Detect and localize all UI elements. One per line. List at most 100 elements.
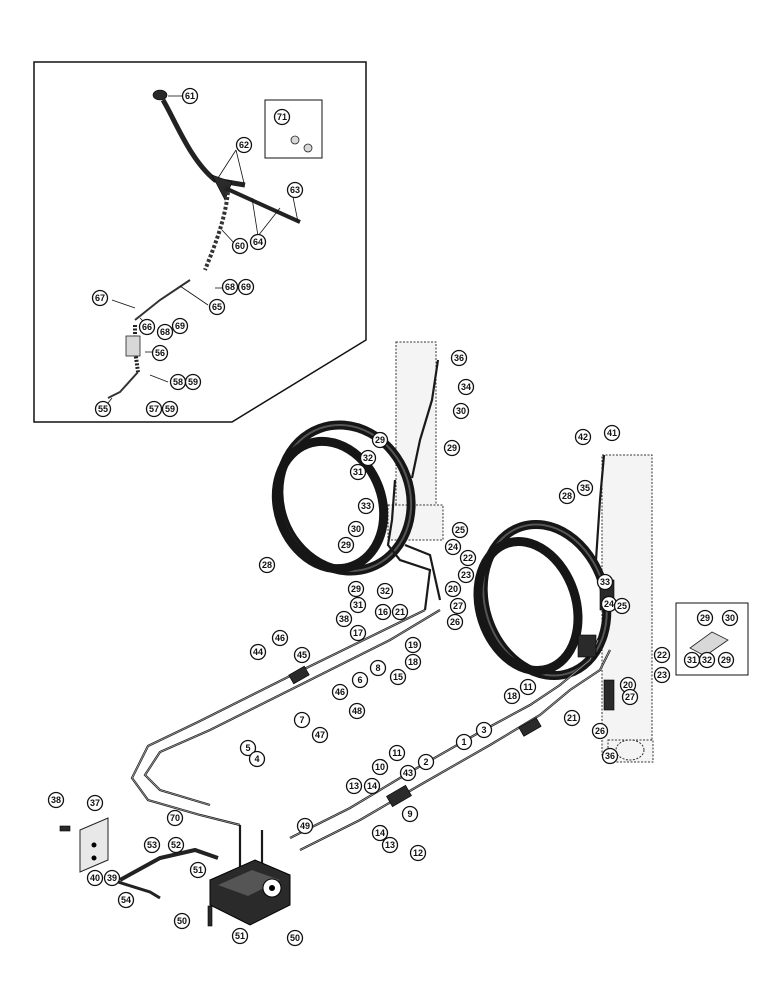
callout-number: 70: [170, 813, 180, 823]
callout-14: 14: [371, 824, 389, 842]
callout-36: 36: [450, 349, 468, 367]
callout-41: 41: [603, 424, 621, 442]
callout-number: 67: [95, 293, 105, 303]
callout-number: 29: [447, 443, 457, 453]
callout-number: 40: [90, 873, 100, 883]
callout-46: 46: [271, 629, 289, 647]
callout-number: 29: [351, 584, 361, 594]
control-valve: [59, 817, 291, 927]
callout-number: 69: [241, 282, 251, 292]
callout-44: 44: [249, 643, 267, 661]
callout-number: 38: [51, 795, 61, 805]
callout-number: 32: [702, 655, 712, 665]
callout-65: 65: [208, 298, 226, 316]
callout-number: 38: [339, 614, 349, 624]
callout-29: 29: [347, 580, 365, 598]
callout-number: 37: [90, 798, 100, 808]
callout-32: 32: [698, 651, 716, 669]
callout-2: 2: [417, 753, 435, 771]
callout-number: 39: [107, 873, 117, 883]
callout-68: 68: [221, 278, 239, 296]
callout-number: 24: [604, 599, 614, 609]
callout-number: 44: [253, 647, 263, 657]
callout-number: 13: [349, 781, 359, 791]
callout-27: 27: [621, 688, 639, 706]
callout-number: 48: [352, 706, 362, 716]
callout-18: 18: [503, 687, 521, 705]
callout-21: 21: [563, 709, 581, 727]
callout-27: 27: [449, 597, 467, 615]
detail-box: [675, 602, 749, 676]
callout-number: 30: [456, 406, 466, 416]
callout-71: 71: [273, 108, 291, 126]
callout-37: 37: [86, 794, 104, 812]
callout-43: 43: [399, 764, 417, 782]
callout-number: 14: [375, 828, 385, 838]
callout-number: 61: [185, 91, 195, 101]
callout-number: 21: [395, 607, 405, 617]
callout-46: 46: [331, 683, 349, 701]
callout-7: 7: [293, 711, 311, 729]
callout-3: 3: [475, 721, 493, 739]
callout-24: 24: [444, 538, 462, 556]
callout-47: 47: [311, 726, 329, 744]
callout-number: 35: [580, 483, 590, 493]
callout-number: 22: [463, 553, 473, 563]
callout-62: 62: [235, 136, 253, 154]
callout-number: 55: [98, 404, 108, 414]
callout-21: 21: [391, 603, 409, 621]
callout-number: 33: [361, 501, 371, 511]
callout-50: 50: [173, 912, 191, 930]
callout-number: 13: [385, 840, 395, 850]
callout-number: 7: [299, 715, 304, 725]
callout-38: 38: [47, 791, 65, 809]
callout-number: 29: [375, 435, 385, 445]
callout-29: 29: [443, 439, 461, 457]
callout-48: 48: [348, 702, 366, 720]
callout-number: 51: [235, 931, 245, 941]
callout-number: 71: [277, 112, 287, 122]
callout-number: 31: [687, 655, 697, 665]
callout-25: 25: [451, 521, 469, 539]
callout-number: 2: [423, 757, 428, 767]
callout-number: 9: [407, 809, 412, 819]
callout-31: 31: [349, 463, 367, 481]
callout-number: 66: [142, 322, 152, 332]
callout-number: 53: [147, 840, 157, 850]
callout-number: 27: [625, 692, 635, 702]
callout-number: 31: [353, 600, 363, 610]
callout-11: 11: [519, 678, 537, 696]
callout-number: 47: [315, 730, 325, 740]
callout-50: 50: [286, 929, 304, 947]
callout-number: 23: [657, 670, 667, 680]
callout-49: 49: [296, 817, 314, 835]
callout-number: 34: [461, 382, 471, 392]
callout-19: 19: [404, 636, 422, 654]
callout-number: 65: [212, 302, 222, 312]
callout-63: 63: [286, 181, 304, 199]
callout-51: 51: [189, 861, 207, 879]
callout-number: 29: [700, 613, 710, 623]
callout-31: 31: [349, 596, 367, 614]
callout-23: 23: [457, 566, 475, 584]
callout-6: 6: [351, 671, 369, 689]
callout-number: 43: [403, 768, 413, 778]
callout-12: 12: [409, 844, 427, 862]
callout-18: 18: [404, 653, 422, 671]
callout-number: 59: [188, 377, 198, 387]
callout-59: 59: [161, 400, 179, 418]
callout-number: 63: [290, 185, 300, 195]
callout-number: 4: [254, 754, 259, 764]
callout-number: 42: [578, 432, 588, 442]
callout-number: 36: [454, 353, 464, 363]
callout-9: 9: [401, 805, 419, 823]
callout-number: 68: [160, 327, 170, 337]
callout-number: 28: [262, 560, 272, 570]
callout-number: 45: [297, 650, 307, 660]
callout-14: 14: [363, 777, 381, 795]
callout-8: 8: [369, 659, 387, 677]
callout-53: 53: [143, 836, 161, 854]
callout-70: 70: [166, 809, 184, 827]
inset-panel: [33, 61, 367, 423]
callout-34: 34: [457, 378, 475, 396]
